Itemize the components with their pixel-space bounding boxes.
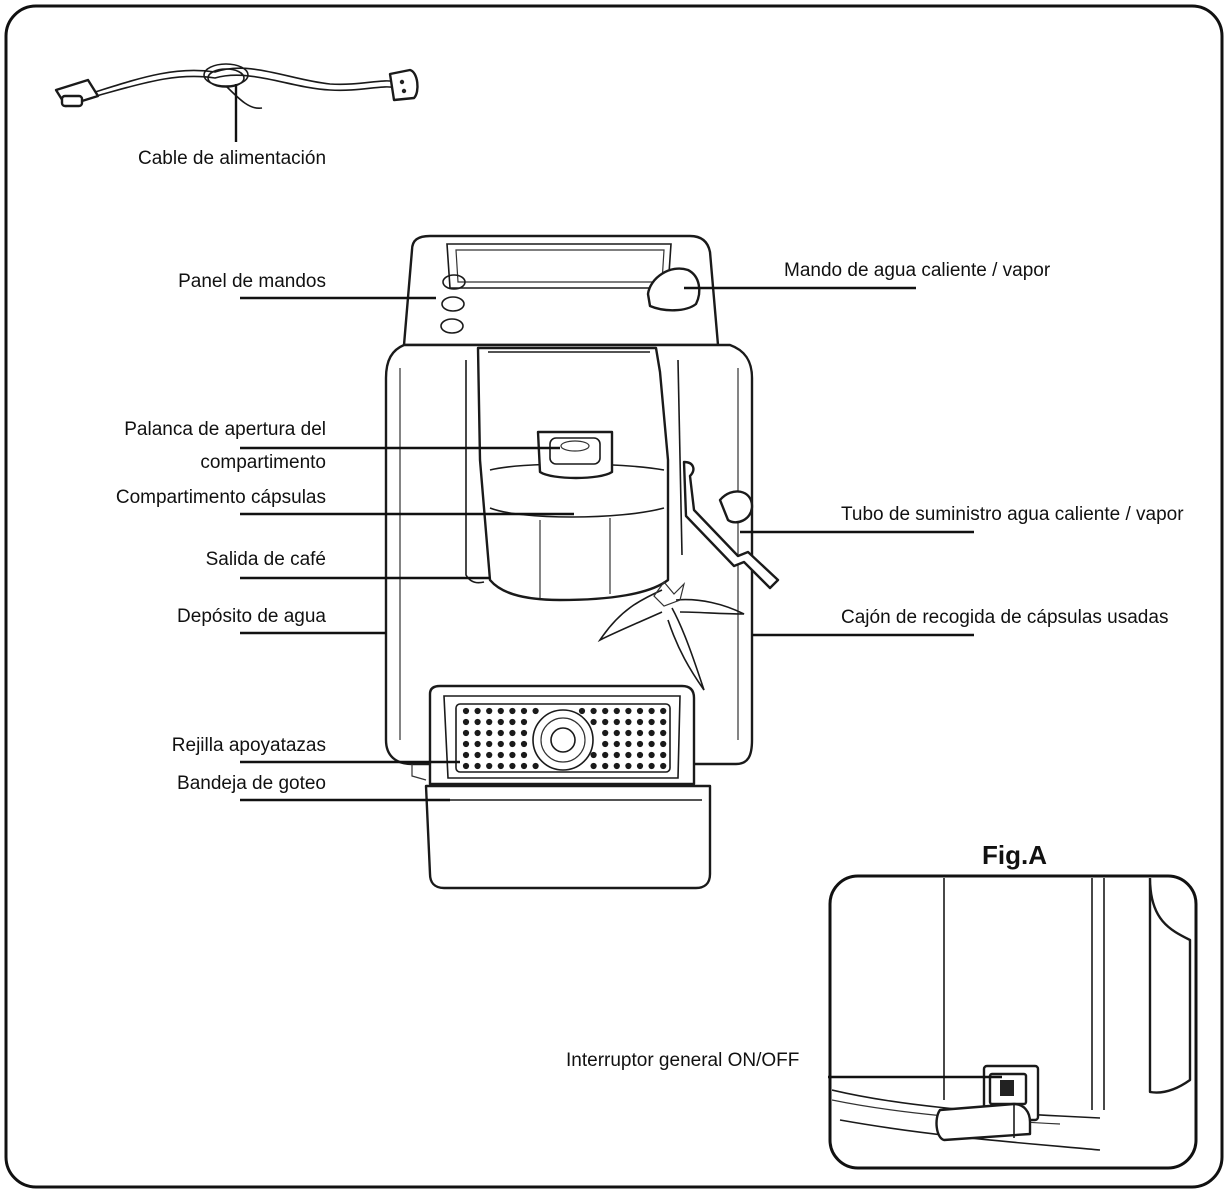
grid-hole: [602, 707, 609, 715]
grid-hole: [602, 740, 609, 748]
grid-hole: [613, 718, 620, 726]
main-switch-label: Interruptor general ON/OFF: [566, 1050, 799, 1071]
grid-hole: [462, 751, 470, 759]
grid-hole: [602, 762, 609, 770]
grid-hole: [474, 740, 481, 748]
grid-hole: [636, 729, 644, 737]
figure-a-title: Fig.A: [982, 840, 1047, 870]
capsule-compartment-label: Compartimento cápsulas: [116, 487, 326, 508]
coffee-machine-illustration: [384, 234, 780, 890]
grid-hole: [636, 751, 644, 759]
grid-hole: [648, 707, 655, 715]
cup-grid-label: Rejilla apoyatazas: [172, 735, 326, 756]
grid-hole: [613, 740, 620, 748]
grid-hole: [462, 740, 470, 748]
grid-hole: [520, 729, 528, 737]
grid-hole: [648, 751, 655, 759]
grid-hole: [625, 729, 632, 737]
grid-hole: [578, 707, 586, 715]
power-cable-label: Cable de alimentación: [138, 148, 326, 169]
grid-hole: [474, 762, 481, 770]
grid-hole: [486, 762, 493, 770]
power-cable-illustration: [54, 63, 419, 110]
grid-hole: [648, 762, 655, 770]
figure-a-inset: [828, 874, 1198, 1170]
control-panel-label: Panel de mandos: [178, 271, 326, 292]
used-capsule-drawer-label: Cajón de recogida de cápsulas usadas: [841, 607, 1168, 628]
grid-hole: [474, 707, 481, 715]
grid-hole: [602, 751, 609, 759]
grid-hole: [625, 740, 632, 748]
grid-hole: [520, 707, 528, 715]
grid-hole: [497, 751, 504, 759]
grid-hole: [474, 718, 481, 726]
grid-hole: [648, 740, 655, 748]
grid-hole: [636, 762, 644, 770]
grid-hole: [520, 740, 528, 748]
grid-hole: [590, 718, 597, 726]
grid-hole: [660, 729, 667, 737]
grid-hole: [660, 718, 667, 726]
grid-hole: [486, 740, 493, 748]
grid-hole: [497, 762, 504, 770]
grid-hole: [660, 762, 667, 770]
grid-hole: [520, 718, 528, 726]
grid-hole: [613, 751, 620, 759]
grid-hole: [497, 740, 504, 748]
grid-hole: [509, 707, 516, 715]
grid-hole: [509, 751, 516, 759]
grid-hole: [636, 707, 644, 715]
drip-tray-label: Bandeja de goteo: [177, 773, 326, 794]
grid-hole: [497, 718, 504, 726]
grid-hole: [625, 707, 632, 715]
grid-hole: [486, 707, 493, 715]
grid-hole: [602, 729, 609, 737]
hot-water-steam-knob-label: Mando de agua caliente / vapor: [784, 260, 1051, 281]
grid-hole: [486, 751, 493, 759]
grid-hole: [590, 751, 597, 759]
grid-hole: [660, 740, 667, 748]
grid-hole: [509, 729, 516, 737]
lever-label-line2: compartimento: [200, 452, 326, 473]
grid-hole: [613, 707, 620, 715]
grid-hole: [613, 762, 620, 770]
grid-hole: [648, 718, 655, 726]
grid-hole: [590, 762, 597, 770]
water-tank-label: Depósito de agua: [177, 606, 326, 627]
grid-hole: [509, 718, 516, 726]
grid-hole: [660, 707, 667, 715]
grid-hole: [509, 762, 516, 770]
grid-hole: [497, 707, 504, 715]
grid-hole: [532, 762, 539, 770]
grid-hole: [636, 718, 644, 726]
cup-grid-holes: [462, 707, 667, 770]
grid-hole: [509, 740, 516, 748]
grid-hole: [636, 740, 644, 748]
grid-hole: [462, 729, 470, 737]
grid-hole: [486, 718, 493, 726]
grid-hole: [648, 729, 655, 737]
grid-hole: [474, 729, 481, 737]
grid-hole: [462, 762, 470, 770]
grid-hole: [532, 707, 539, 715]
grid-hole: [590, 707, 597, 715]
coffee-outlet-label: Salida de café: [206, 549, 326, 570]
grid-hole: [625, 718, 632, 726]
grid-hole: [462, 707, 470, 715]
grid-hole: [462, 718, 470, 726]
hot-water-steam-tube-label: Tubo de suministro agua caliente / vapor: [841, 504, 1184, 525]
grid-hole: [474, 751, 481, 759]
grid-hole: [520, 751, 528, 759]
lever-label-line1: Palanca de apertura del: [124, 419, 326, 440]
grid-hole: [486, 729, 493, 737]
grid-hole: [660, 751, 667, 759]
grid-hole: [520, 762, 528, 770]
grid-hole: [497, 729, 504, 737]
grid-hole: [613, 729, 620, 737]
grid-hole: [602, 718, 609, 726]
grid-hole: [625, 751, 632, 759]
grid-hole: [625, 762, 632, 770]
